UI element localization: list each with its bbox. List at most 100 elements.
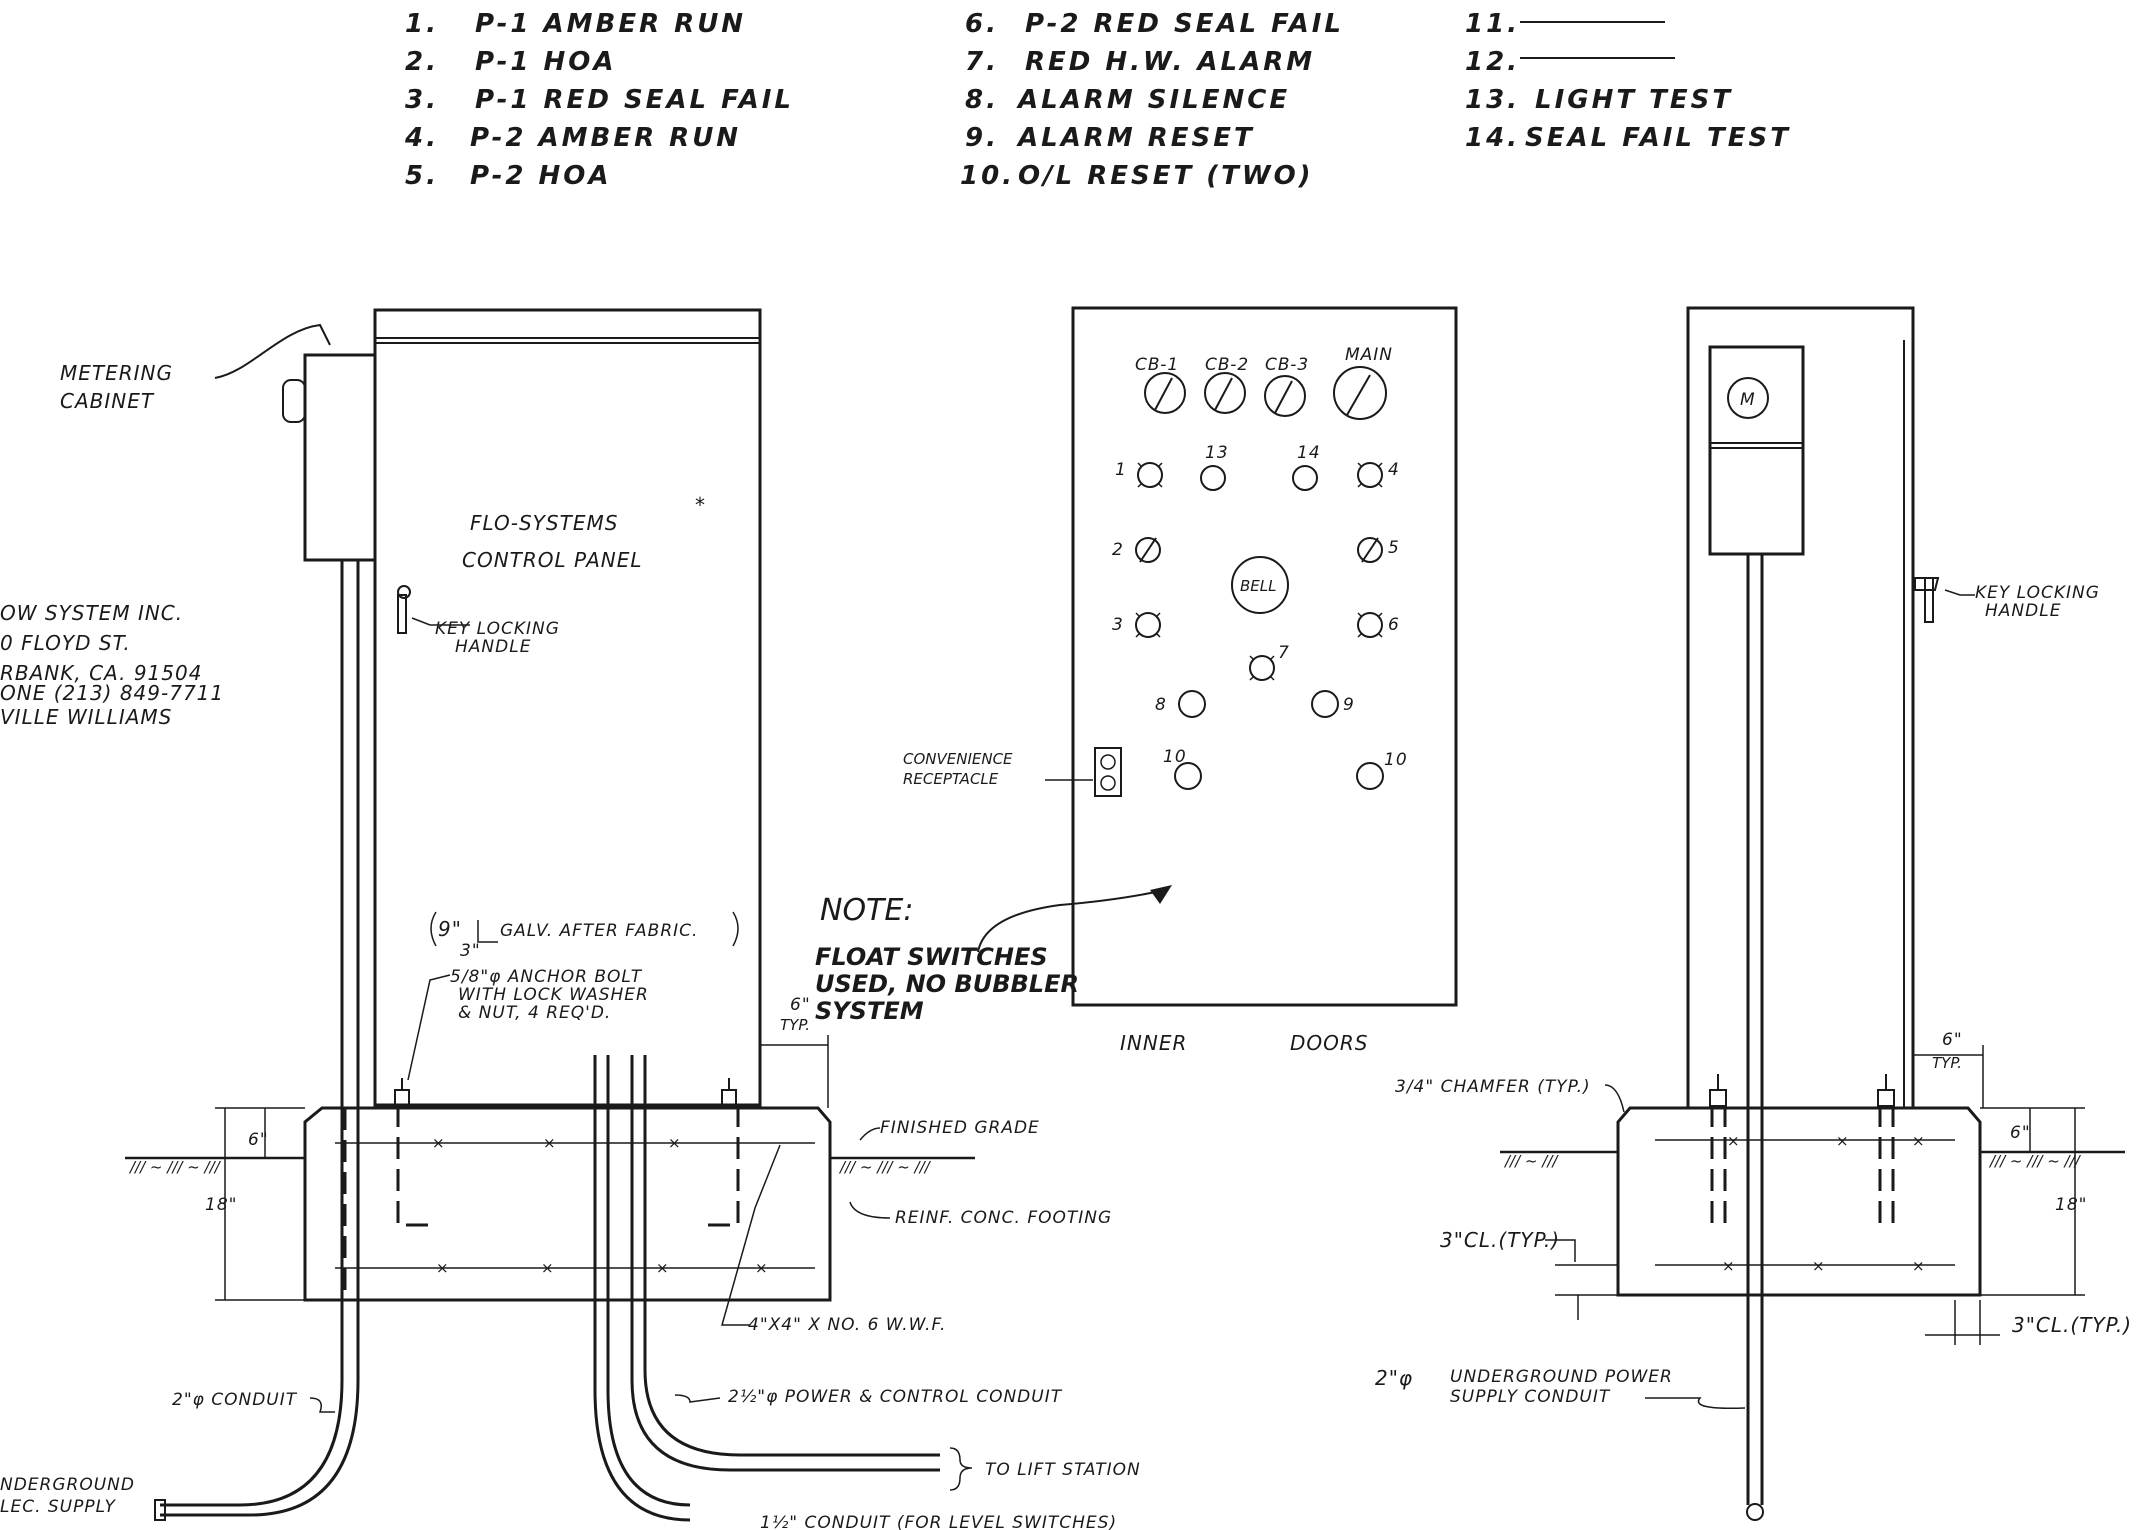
pushbutton-13-icon <box>1200 465 1226 491</box>
legend-text: P-1 RED SEAL FAIL <box>475 85 794 115</box>
key-knob <box>397 585 411 599</box>
legend-text: P-2 HOA <box>470 161 612 191</box>
leader-line <box>721 1144 781 1326</box>
pilot-light-4-icon <box>1357 462 1383 488</box>
side-enclosure <box>1686 306 1915 1110</box>
light-number: 14 <box>1297 443 1321 463</box>
conduit-in-footing <box>1746 1108 1764 1295</box>
note-arrow-icon <box>1150 885 1172 904</box>
rebar-mark: × <box>543 1134 556 1152</box>
legend-num: 10. <box>960 161 1015 191</box>
bolt-nut <box>1877 1089 1895 1107</box>
side-anchor-bolt <box>1710 1105 1727 1225</box>
pilot-light-1-icon <box>1137 462 1163 488</box>
legend-column-2: 6. P-2 RED SEAL FAIL 7. RED H.W. ALARM 8… <box>960 9 1341 191</box>
breaker-handle <box>1214 377 1233 411</box>
metering-cabinet-label: CABINET <box>60 389 155 413</box>
pushbutton-14-icon <box>1292 465 1318 491</box>
dim-18: 18" <box>205 1195 237 1215</box>
leader-line <box>1645 1397 1746 1410</box>
to-lift-brace <box>949 1447 973 1491</box>
pushbutton-10a-icon <box>1174 762 1202 790</box>
inner-door-panel <box>1071 306 1458 1007</box>
meter-icon <box>1727 377 1769 419</box>
anchor-bolt-label: WITH LOCK WASHER <box>458 985 649 1005</box>
outlet-socket <box>1100 775 1116 791</box>
finished-grade-label: FINISHED GRADE <box>880 1118 1040 1138</box>
galv-dim-bottom: 3" <box>460 941 481 961</box>
conduit-power-control <box>630 1055 940 1472</box>
light-rays <box>1357 462 1383 488</box>
alarm-bell-icon <box>1231 556 1289 614</box>
breaker-handle <box>1346 374 1371 416</box>
conduit-level-switches <box>593 1055 691 1522</box>
legend-text: O/L RESET (TWO) <box>1018 161 1314 191</box>
rebar-mark: × <box>1812 1257 1825 1275</box>
conduit-power-control <box>643 1055 940 1457</box>
company-block: OW SYSTEM INC. 0 FLOYD ST. RBANK, CA. 91… <box>0 601 223 729</box>
company-city: RBANK, CA. 91504 <box>0 661 202 685</box>
metering-cabinet-label: METERING <box>60 361 173 385</box>
side-metering-cabinet <box>1708 345 1805 556</box>
note-leader <box>977 889 1166 953</box>
legend-text: SEAL FAIL TEST <box>1525 123 1791 153</box>
rebar-mark: × <box>541 1259 554 1277</box>
hoa-switch-5-icon <box>1357 537 1383 563</box>
light-number: 4 <box>1388 460 1400 480</box>
light-number: 3 <box>1112 615 1124 635</box>
dim-6-typ: 6" <box>790 995 811 1015</box>
breaker-cb3-icon <box>1264 375 1306 417</box>
grade-hatch: /// ~ /// <box>1503 1152 1559 1170</box>
galv-note: GALV. AFTER FABRIC. <box>500 921 698 941</box>
pilot-light-3-icon <box>1135 612 1161 638</box>
leader-line <box>1545 1239 1576 1262</box>
galv-dim-top: 9" <box>438 917 462 941</box>
conduit-end-cap <box>1746 1503 1764 1521</box>
front-view: METERING CABINET FLO-SYSTEMS * CONTROL P… <box>0 308 1140 1530</box>
legend-num: 12. <box>1465 47 1520 77</box>
level-switches-label: 1½" CONDUIT (FOR LEVEL SWITCHES) <box>760 1513 1117 1530</box>
side-supply-label: UNDERGROUND POWER <box>1450 1367 1673 1387</box>
legend-num: 5. <box>405 161 439 191</box>
bolt-nut <box>1709 1089 1727 1107</box>
footing-label: REINF. CONC. FOOTING <box>895 1208 1112 1228</box>
receptacle-label: CONVENIENCE <box>903 750 1013 768</box>
legend-num: 7. <box>965 47 999 77</box>
legend-text: ALARM SILENCE <box>1016 85 1290 115</box>
side-dim-6: 6" <box>2010 1123 2031 1143</box>
legend-num: 8. <box>965 85 999 115</box>
note-text: SYSTEM <box>815 997 924 1025</box>
side-anchor-bolt <box>1878 1105 1895 1225</box>
note-heading: NOTE: <box>820 893 913 928</box>
cl-left-label: 3"CL.(TYP.) <box>1440 1228 1560 1252</box>
leader-line <box>1944 589 1975 596</box>
light-rays <box>1357 612 1383 638</box>
side-supply-size: 2"φ <box>1375 1366 1413 1390</box>
underground-label: LEC. SUPPLY <box>0 1497 116 1517</box>
light-number: 9 <box>1343 695 1355 715</box>
grade-hatch: /// ~ /// ~ /// <box>838 1158 932 1176</box>
pushbutton-8-icon <box>1178 690 1206 718</box>
bell-label: BELL <box>1240 577 1276 595</box>
leader-line <box>1604 1084 1625 1113</box>
legend: 1. P-1 AMBER RUN 2. P-1 HOA 3. P-1 RED S… <box>404 9 1791 191</box>
dim-typ: TYP. <box>780 1016 810 1034</box>
rebar-mark: × <box>1727 1132 1740 1150</box>
breaker-main-icon <box>1333 366 1387 420</box>
anchor-bolt-label: & NUT, 4 REQ'D. <box>458 1003 611 1023</box>
legend-num: 3. <box>405 85 439 115</box>
rebar-mark: × <box>1722 1257 1735 1275</box>
anchor-bolt <box>700 1105 740 1227</box>
side-dim-typ: TYP. <box>1932 1054 1962 1072</box>
breaker-cb2-icon <box>1204 372 1246 414</box>
conduit-level-switches <box>606 1055 691 1507</box>
side-key-handle-label: HANDLE <box>1985 601 2061 621</box>
side-supply-label: SUPPLY CONDUIT <box>1450 1387 1611 1407</box>
switch-handle <box>1139 537 1157 563</box>
pilot-light-6-icon <box>1357 612 1383 638</box>
power-control-label: 2½"φ POWER & CONTROL CONDUIT <box>728 1387 1063 1407</box>
inner-doors-view: CB-1 CB-2 CB-3 MAIN 1 13 14 4 2 5 BELL <box>903 306 1458 1055</box>
metering-cabinet <box>303 353 377 562</box>
receptacle-label: RECEPTACLE <box>903 770 999 788</box>
